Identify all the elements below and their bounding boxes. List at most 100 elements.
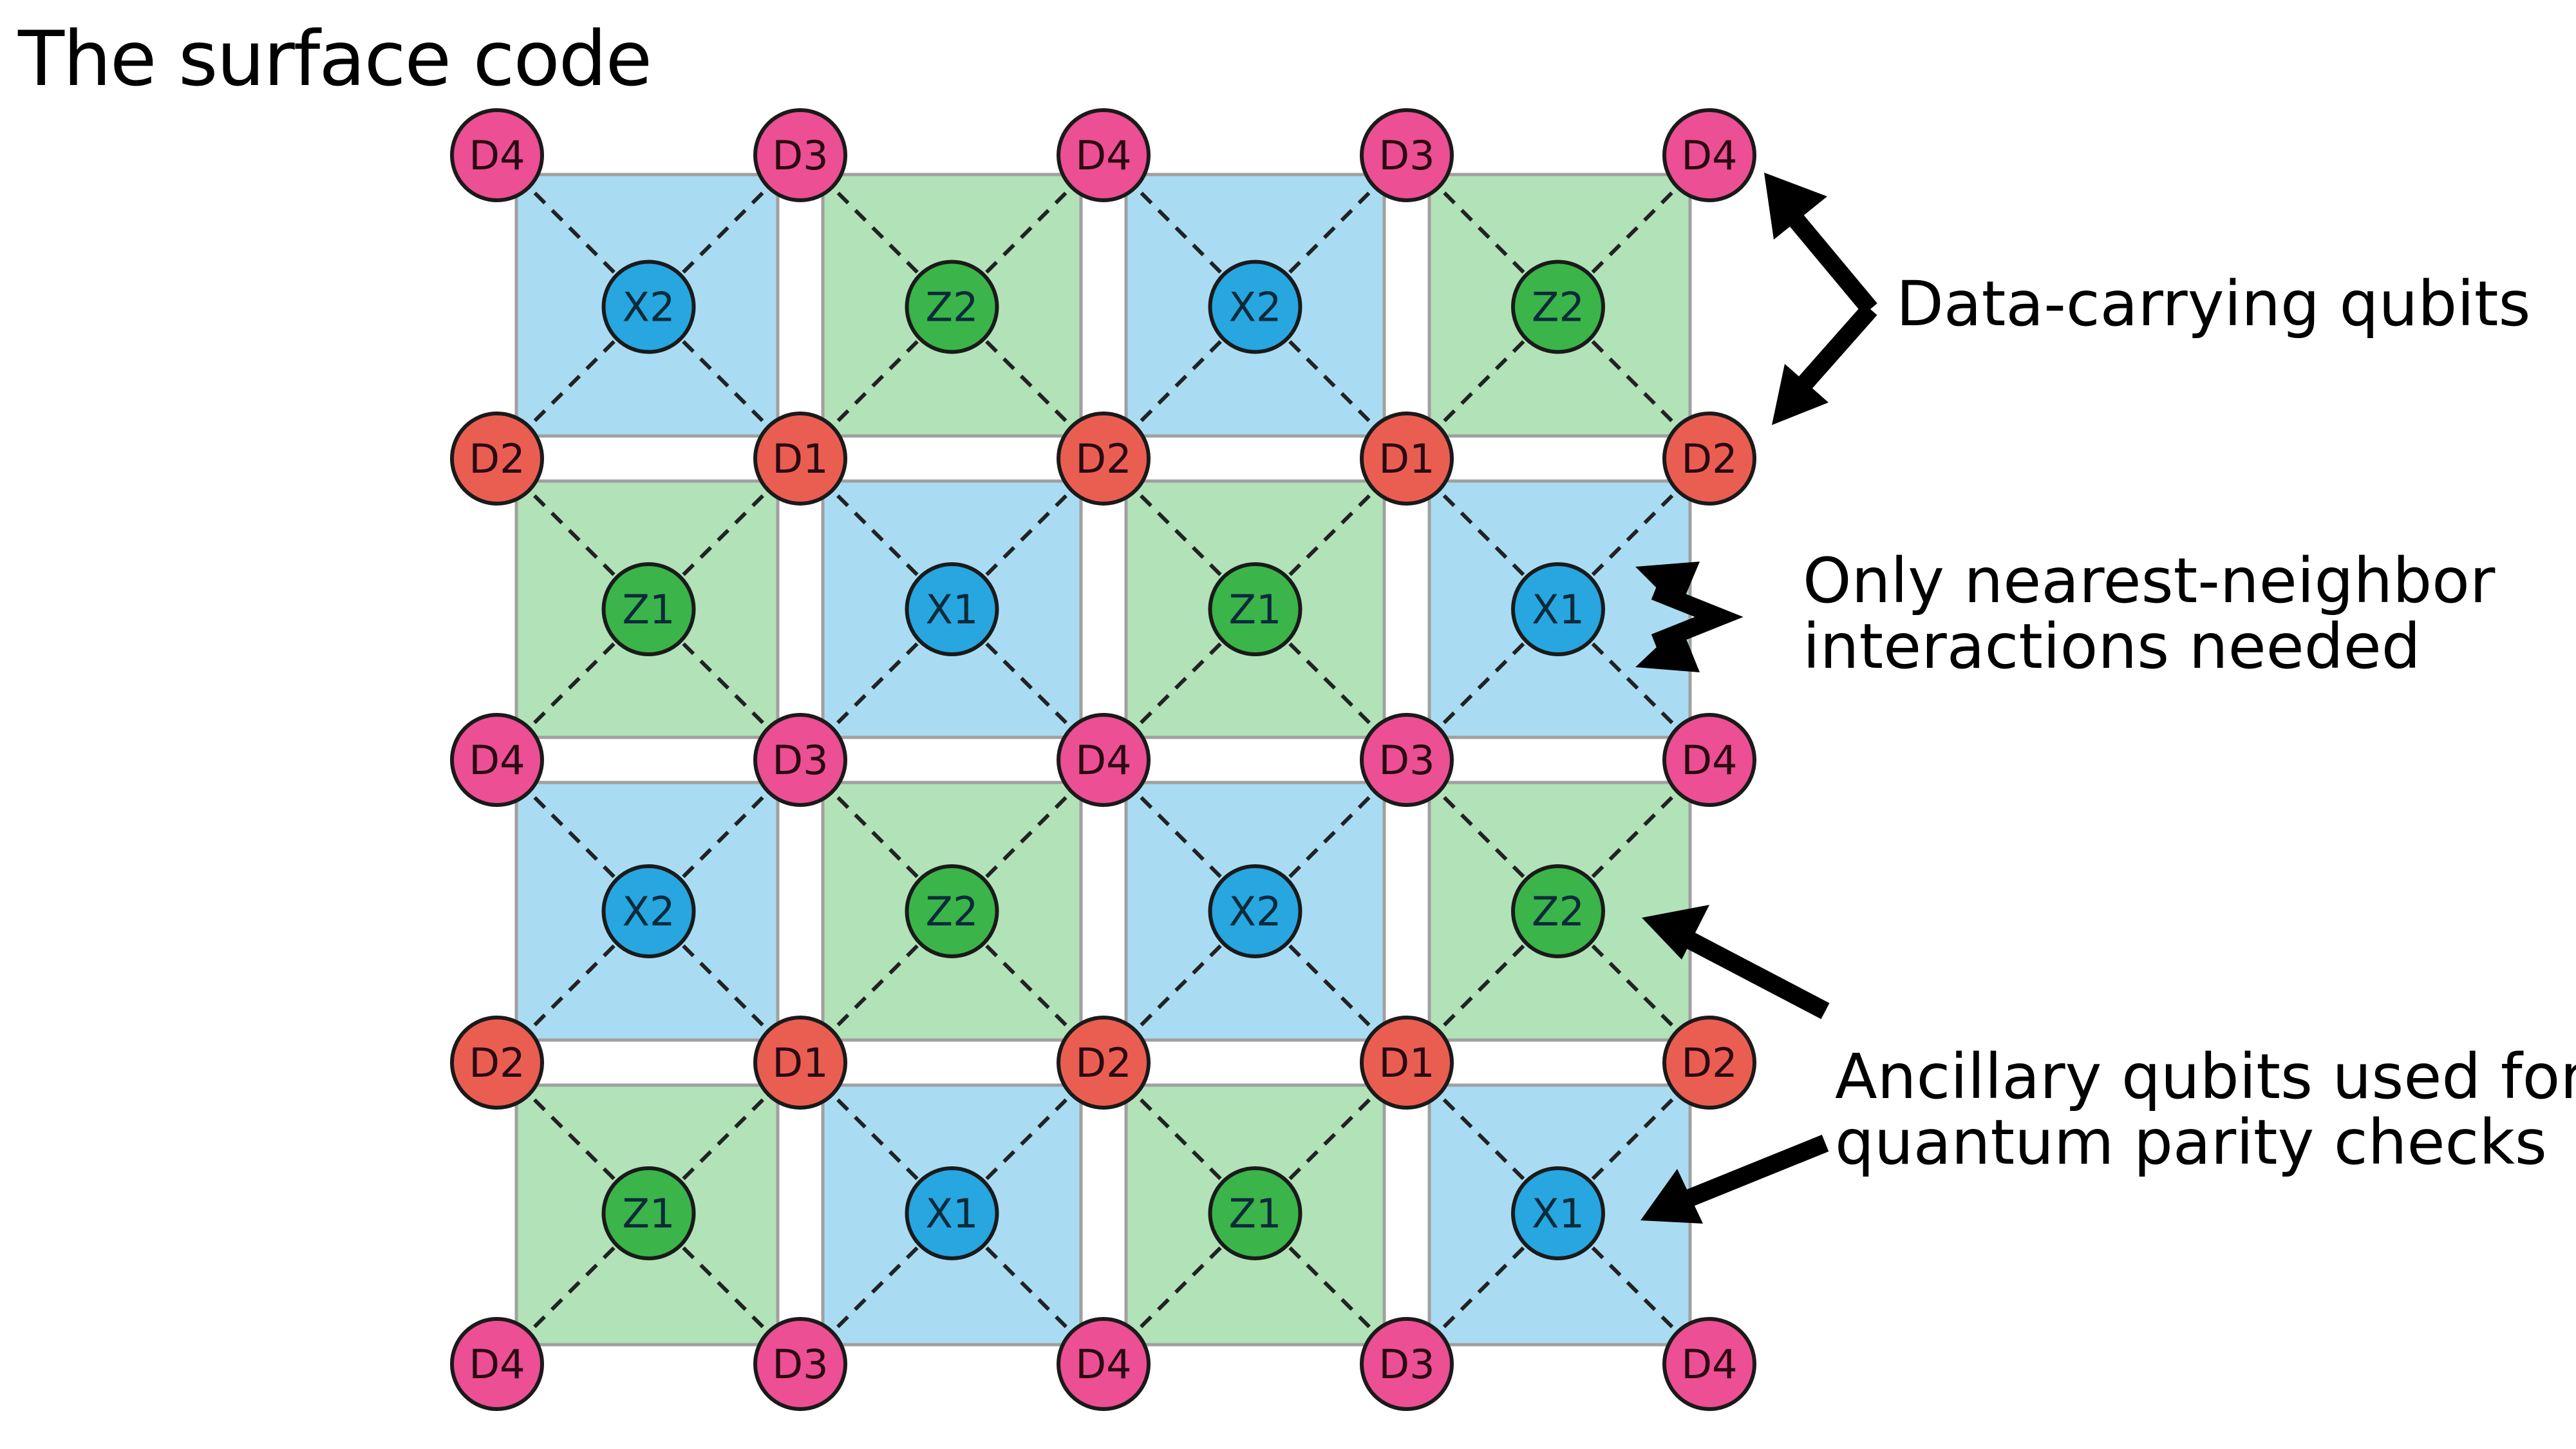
svg-text:D2: D2 — [1681, 1039, 1737, 1086]
data-qubit-d3: D3 — [753, 713, 847, 807]
annotation-data-qubits: Data-carrying qubits — [1896, 268, 2531, 340]
svg-text:D4: D4 — [1075, 737, 1131, 784]
svg-text:X2: X2 — [1229, 284, 1282, 331]
arrow-to-x1-ancilla — [1686, 1135, 1829, 1206]
data-qubit-d4: D4 — [1057, 1317, 1151, 1411]
data-qubit-d4: D4 — [1057, 713, 1151, 807]
data-qubit-d2: D2 — [450, 412, 544, 506]
data-qubit-d4: D4 — [1662, 108, 1756, 202]
arrowhead-nearest-top — [1635, 562, 1700, 611]
svg-text:Z2: Z2 — [926, 284, 979, 331]
svg-text:D1: D1 — [1378, 1039, 1434, 1086]
ancilla-qubit-z1: Z1 — [601, 1166, 696, 1260]
svg-text:Z1: Z1 — [623, 586, 675, 633]
data-qubit-d4: D4 — [450, 108, 544, 202]
svg-text:D1: D1 — [1378, 435, 1434, 482]
svg-text:Z2: Z2 — [1532, 888, 1584, 935]
svg-text:D4: D4 — [1075, 132, 1131, 179]
ancilla-qubit-z1: Z1 — [601, 562, 696, 656]
svg-text:D3: D3 — [1378, 1341, 1434, 1388]
svg-text:D4: D4 — [469, 737, 525, 784]
annotation-nearest-line1: Only nearest-neighbor — [1803, 545, 2496, 617]
annotation-nearest-line2: interactions needed — [1803, 611, 2421, 683]
arrowhead-nearest-bottom — [1635, 625, 1700, 672]
data-qubit-d3: D3 — [1360, 1317, 1454, 1411]
data-qubit-d4: D4 — [450, 713, 544, 807]
annotation-ancilla-line1: Ancillary qubits used for — [1835, 1041, 2576, 1113]
arrow-to-z2-ancilla — [1686, 932, 1830, 1019]
svg-text:X1: X1 — [1532, 1190, 1584, 1237]
svg-text:X1: X1 — [926, 1190, 979, 1237]
ancilla-qubit-x2: X2 — [601, 260, 696, 354]
data-qubit-d1: D1 — [1360, 1016, 1454, 1110]
data-qubit-d2: D2 — [1662, 1016, 1756, 1110]
ancilla-qubit-x2: X2 — [1208, 864, 1302, 958]
svg-text:D4: D4 — [1681, 1341, 1737, 1388]
ancilla-qubit-z1: Z1 — [1208, 562, 1302, 656]
data-qubit-d4: D4 — [1662, 713, 1756, 807]
svg-text:X2: X2 — [623, 284, 675, 331]
svg-text:D4: D4 — [1075, 1341, 1131, 1388]
svg-text:Z2: Z2 — [1532, 284, 1584, 331]
svg-text:Z2: Z2 — [926, 888, 979, 935]
data-qubit-d4: D4 — [1057, 108, 1151, 202]
svg-text:D2: D2 — [1681, 435, 1737, 482]
data-qubit-d3: D3 — [753, 1317, 847, 1411]
data-qubit-d2: D2 — [1057, 412, 1151, 506]
data-qubit-d4: D4 — [450, 1317, 544, 1411]
annotation-arrows — [1635, 173, 1877, 1224]
svg-text:D4: D4 — [469, 1341, 525, 1388]
svg-text:D2: D2 — [1075, 1039, 1131, 1086]
diagram-title: The surface code — [18, 14, 652, 103]
svg-text:D1: D1 — [772, 1039, 828, 1086]
svg-text:D4: D4 — [1681, 737, 1737, 784]
svg-text:D2: D2 — [1075, 435, 1131, 482]
ancilla-qubit-x1: X1 — [1511, 1166, 1605, 1260]
svg-text:X2: X2 — [1229, 888, 1282, 935]
svg-text:D2: D2 — [469, 435, 525, 482]
ancilla-qubit-z2: Z2 — [1511, 260, 1605, 354]
svg-text:Z1: Z1 — [1229, 1190, 1282, 1237]
svg-text:X1: X1 — [1532, 586, 1584, 633]
data-qubit-d1: D1 — [753, 412, 847, 506]
data-qubit-d2: D2 — [1057, 1016, 1151, 1110]
data-qubit-d3: D3 — [1360, 713, 1454, 807]
data-qubit-d3: D3 — [1360, 108, 1454, 202]
svg-text:D2: D2 — [469, 1039, 525, 1086]
ancilla-qubit-z2: Z2 — [1511, 864, 1605, 958]
ancilla-qubit-x1: X1 — [905, 562, 999, 656]
svg-text:Z1: Z1 — [1229, 586, 1282, 633]
svg-text:Z1: Z1 — [623, 1190, 675, 1237]
data-qubit-d2: D2 — [1662, 412, 1756, 506]
svg-text:D3: D3 — [1378, 132, 1434, 179]
svg-text:D4: D4 — [1681, 132, 1737, 179]
data-qubit-d3: D3 — [753, 108, 847, 202]
arrow-to-bottom-data-qubit — [1789, 303, 1877, 399]
svg-text:X2: X2 — [623, 888, 675, 935]
svg-text:X1: X1 — [926, 586, 979, 633]
arrow-to-top-data-qubit — [1783, 207, 1877, 315]
ancilla-qubit-x1: X1 — [1511, 562, 1605, 656]
ancilla-qubit-x2: X2 — [1208, 260, 1302, 354]
data-qubit-d1: D1 — [1360, 412, 1454, 506]
arrowhead-x1-ancilla — [1641, 1169, 1703, 1224]
svg-text:D1: D1 — [772, 435, 828, 482]
data-qubit-d2: D2 — [450, 1016, 544, 1110]
ancilla-qubit-x1: X1 — [905, 1166, 999, 1260]
arrowhead-bottom-data — [1772, 364, 1829, 425]
data-qubit-d1: D1 — [753, 1016, 847, 1110]
arrowhead-top-data — [1764, 173, 1827, 240]
ancilla-qubit-z1: Z1 — [1208, 1166, 1302, 1260]
ancilla-qubit-z2: Z2 — [905, 260, 999, 354]
svg-text:D3: D3 — [772, 1341, 828, 1388]
svg-text:D3: D3 — [772, 737, 828, 784]
ancilla-qubit-x2: X2 — [601, 864, 696, 958]
annotation-ancilla-line2: quantum parity checks — [1835, 1106, 2547, 1179]
arrowhead-z2-ancilla — [1642, 905, 1709, 960]
svg-text:D3: D3 — [1378, 737, 1434, 784]
data-qubit-d4: D4 — [1662, 1317, 1756, 1411]
svg-text:D3: D3 — [772, 132, 828, 179]
svg-text:D4: D4 — [469, 132, 525, 179]
ancilla-qubit-z2: Z2 — [905, 864, 999, 958]
